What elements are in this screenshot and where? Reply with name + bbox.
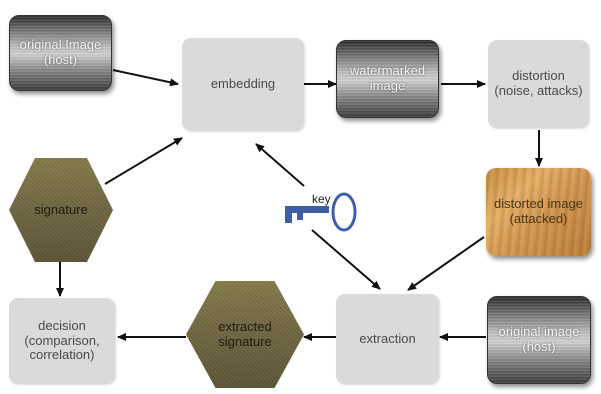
original-image-host-bottom-label: original image (host) xyxy=(498,324,580,354)
key-icon xyxy=(285,192,357,232)
arrow-key-to-extraction xyxy=(311,229,381,290)
embedding-label: embedding xyxy=(210,76,276,92)
arrow-distorted-to-extraction xyxy=(407,236,485,291)
distorted-image-label: distorted image (attacked) xyxy=(494,196,583,226)
extraction-label: extraction xyxy=(359,330,416,346)
arrow-signature-to-embedding xyxy=(104,137,183,185)
arrow-host-to-embedding xyxy=(112,69,179,87)
distortion-label: distortion (noise, attacks) xyxy=(494,68,583,98)
distorted-image-box: distorted image (attacked) xyxy=(486,168,591,256)
distortion-box: distortion (noise, attacks) xyxy=(488,40,589,128)
embedding-box: embedding xyxy=(182,38,304,131)
original-image-host-bottom: original image (host) xyxy=(487,296,591,384)
original-image-host-top: original Image (host) xyxy=(9,15,112,91)
decision-box: decision (comparison, correlation) xyxy=(9,298,115,384)
arrow-key-to-embedding xyxy=(255,143,305,187)
extraction-box: extraction xyxy=(336,294,439,384)
watermarked-image-box: watermarked image xyxy=(336,40,439,118)
key-label: key xyxy=(312,192,331,206)
extracted-signature-label: extracted signature xyxy=(218,318,272,349)
signature-label: signature xyxy=(34,201,88,217)
original-image-host-top-label: original Image (host) xyxy=(19,37,102,67)
decision-label: decision (comparison, correlation) xyxy=(24,317,100,363)
watermarked-image-label: watermarked image xyxy=(349,63,426,93)
